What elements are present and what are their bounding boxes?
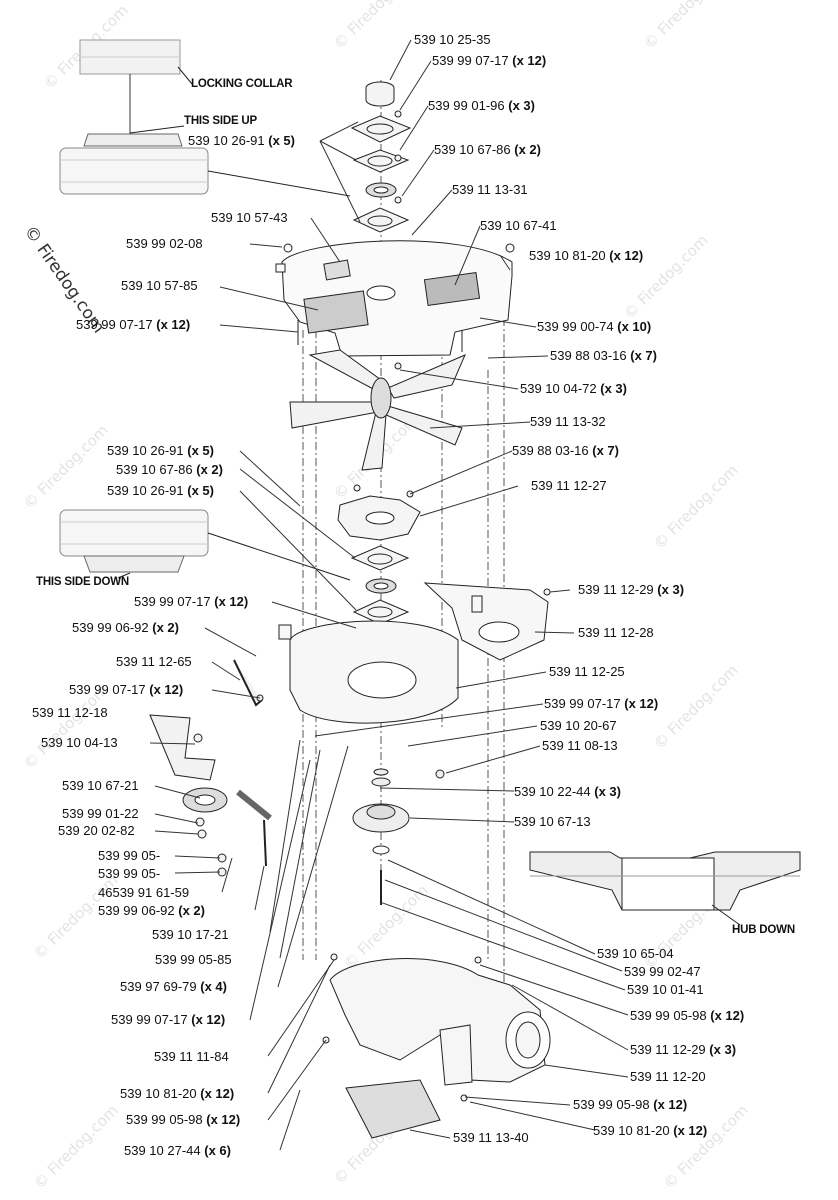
part-label: 539 10 26-91 (x 5) <box>107 483 214 498</box>
blower-pan <box>278 582 551 724</box>
part-label: 539 10 65-04 <box>597 946 674 961</box>
part-label: 539 99 01-96 (x 3) <box>428 98 535 113</box>
part-label: 539 99 07-17 (x 12) <box>76 317 191 332</box>
part-label: 539 99 01-22 <box>62 806 139 821</box>
part-label: 539 10 04-13 <box>41 735 118 750</box>
part-label: 539 97 69-79 (x 4) <box>120 979 227 994</box>
part-label: 539 88 03-16 (x 7) <box>512 443 619 458</box>
part-label: 539 99 00-74 (x 10) <box>537 319 652 334</box>
part-label: 539 10 27-44 (x 6) <box>124 1143 231 1158</box>
part-label: 539 10 81-20 (x 12) <box>529 248 644 263</box>
idler-assembly <box>149 659 272 877</box>
top-cover-plate <box>275 240 515 357</box>
part-label: 539 10 26-91 (x 5) <box>107 443 214 458</box>
part-label: 539 99 05-98 (x 12) <box>630 1008 745 1023</box>
fan-impeller <box>289 349 466 471</box>
part-label: 539 99 05- <box>98 848 161 863</box>
part-label: 539 10 67-86 (x 2) <box>434 142 541 157</box>
part-label: 539 20 02-82 <box>58 823 135 838</box>
part-label: 539 10 20-67 <box>540 718 617 733</box>
part-label: 539 99 07-17 (x 12) <box>69 682 184 697</box>
part-label: 46539 91 61-59 <box>98 885 190 900</box>
part-label: 539 11 12-29 (x 3) <box>578 582 685 597</box>
part-label: 539 99 07-17 (x 12) <box>134 594 249 609</box>
part-label: 539 99 07-17 (x 12) <box>432 53 547 68</box>
part-label: 539 99 06-92 (x 2) <box>72 620 179 635</box>
part-label: 539 10 01-41 <box>627 982 704 997</box>
part-label: 539 10 57-43 <box>211 210 288 225</box>
part-label: 539 11 13-32 <box>530 414 606 429</box>
part-label: 539 11 12-25 <box>549 664 625 679</box>
part-label: 539 11 12-18 <box>32 705 108 720</box>
part-label: 539 10 67-86 (x 2) <box>116 462 223 477</box>
part-label: 539 11 12-27 <box>531 478 607 493</box>
part-label: 539 10 04-72 (x 3) <box>520 381 627 396</box>
this-side-down-note: THIS SIDE DOWN <box>36 576 130 588</box>
part-label: 539 10 22-44 (x 3) <box>514 784 621 799</box>
part-label: 539 11 13-40 <box>453 1130 529 1145</box>
part-label: 539 99 05-85 <box>155 952 232 967</box>
locking-collar-note: LOCKING COLLAR <box>191 78 293 90</box>
hub-down-note: HUB DOWN <box>732 924 795 936</box>
leader-lines <box>149 39 629 1151</box>
part-label: 539 88 03-16 (x 7) <box>550 348 657 363</box>
part-label: 539 11 12-20 <box>630 1069 706 1084</box>
middle-bearing-plate <box>337 484 421 625</box>
part-label: 539 10 67-41 <box>480 218 557 233</box>
part-label: 539 10 26-91 (x 5) <box>188 133 295 148</box>
part-label: 539 10 57-85 <box>121 278 198 293</box>
part-label: 539 99 07-17 (x 12) <box>544 696 659 711</box>
part-label: 539 99 02-08 <box>126 236 203 251</box>
part-label: 539 10 17-21 <box>152 927 229 942</box>
this-side-down-inset <box>59 509 351 581</box>
part-label: 539 11 12-65 <box>116 654 192 669</box>
part-label: 539 10 25-35 <box>414 32 491 47</box>
part-label: 539 10 67-21 <box>62 778 139 793</box>
part-label: 539 10 81-20 (x 12) <box>593 1123 708 1138</box>
bearing-stack-top <box>350 81 412 233</box>
part-label: 539 10 81-20 (x 12) <box>120 1086 235 1101</box>
part-label: 539 99 05-98 (x 12) <box>573 1097 688 1112</box>
part-label: 539 99 07-17 (x 12) <box>111 1012 226 1027</box>
part-label: 539 99 05-98 (x 12) <box>126 1112 241 1127</box>
part-label: 539 11 12-29 (x 3) <box>630 1042 737 1057</box>
part-label: 539 11 12-28 <box>578 625 654 640</box>
part-label: 539 99 05- <box>98 866 161 881</box>
part-label: 539 99 02-47 <box>624 964 701 979</box>
locking-collar-inset <box>59 39 351 197</box>
discharge-housing <box>322 953 551 1139</box>
main-pulley <box>352 768 445 905</box>
part-label: 539 11 13-31 <box>452 182 528 197</box>
part-label: 539 10 67-13 <box>514 814 591 829</box>
this-side-up-note: THIS SIDE UP <box>184 115 258 127</box>
part-label: 539 11 11-84 <box>154 1049 229 1064</box>
part-label: 539 99 06-92 (x 2) <box>98 903 205 918</box>
part-label: 539 11 08-13 <box>542 738 618 753</box>
hub-down-inset <box>529 851 801 926</box>
